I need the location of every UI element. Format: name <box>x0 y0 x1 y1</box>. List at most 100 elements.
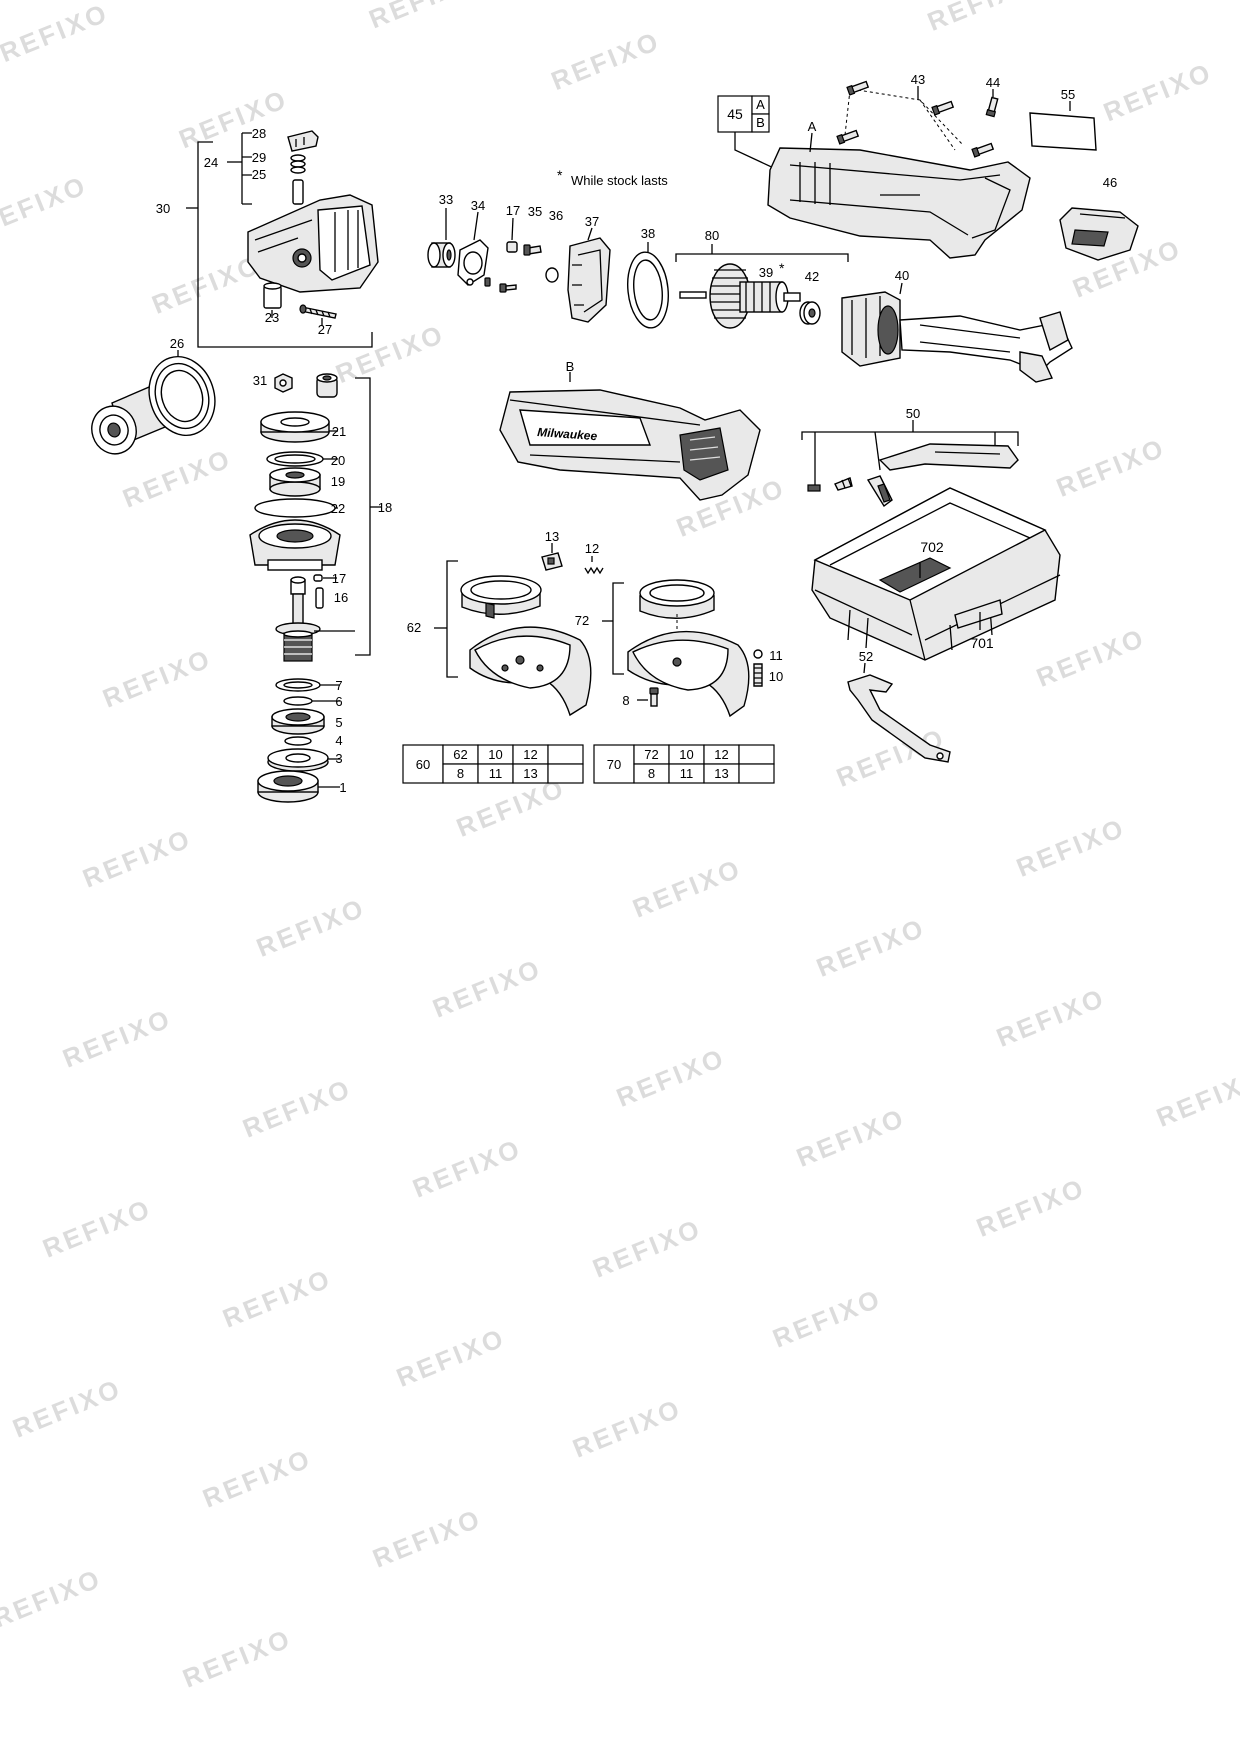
callout-702: 702 <box>920 539 944 555</box>
callout-layer: 1345678101112131617171819202122232425262… <box>156 72 1117 795</box>
table-60-cell: 12 <box>523 747 537 762</box>
bearing-42 <box>799 301 821 325</box>
callout-29: 29 <box>252 150 266 165</box>
spring-29 <box>290 154 306 174</box>
guard-72 <box>627 630 750 718</box>
callout-50: 50 <box>906 406 920 421</box>
bracket-18 <box>355 377 371 656</box>
bushing-23 <box>263 282 282 309</box>
nut-31 <box>274 373 293 393</box>
watermark: REFIXO <box>78 823 196 894</box>
callout-8a: 8 <box>622 693 629 708</box>
watermark: REFIXO <box>992 982 1110 1053</box>
cover-46 <box>1059 207 1139 261</box>
switch-lever <box>878 443 1019 471</box>
watermark: REFIXO <box>198 1443 316 1514</box>
baffle-37 <box>567 227 611 323</box>
guard-group-70: 70 72 10 12 8 11 13 <box>593 579 775 784</box>
watermark: REFIXO <box>1152 1062 1240 1133</box>
callout-1: 1 <box>339 780 346 795</box>
screw-44 <box>985 89 999 118</box>
callout-17b: 17 <box>506 203 520 218</box>
callout-4: 4 <box>335 733 342 748</box>
watermark: REFIXO <box>0 1563 106 1634</box>
gear-housing <box>247 194 379 293</box>
flange-3 <box>267 748 340 772</box>
watermark-layer: REFIXO REFIXO REFIXO REFIXO REFIXO REFIX… <box>0 0 1240 1694</box>
pin-25 <box>292 179 304 205</box>
callout-28: 28 <box>252 126 266 141</box>
spring-12 <box>584 556 604 575</box>
table-70-cell: 72 <box>644 747 658 762</box>
spring-10 <box>753 663 763 687</box>
armature-39 <box>679 263 801 329</box>
callout-12: 12 <box>585 541 599 556</box>
switch-group <box>801 420 1019 508</box>
callout-24: 24 <box>204 155 218 170</box>
callout-80: 80 <box>705 228 719 243</box>
table-60-cell: 13 <box>523 766 537 781</box>
table-70-cell: 13 <box>714 766 728 781</box>
table-60-cell: 62 <box>453 747 467 762</box>
clip-28 <box>287 130 319 152</box>
callout-44: 44 <box>986 75 1000 90</box>
table-60-cell: 10 <box>488 747 502 762</box>
box-45: 45 A B <box>717 95 779 171</box>
watermark: REFIXO <box>972 1172 1090 1243</box>
watermark: REFIXO <box>612 1042 730 1113</box>
callout-55: 55 <box>1061 87 1075 102</box>
guard-62 <box>469 626 592 717</box>
watermark: REFIXO <box>8 1373 126 1444</box>
wrench-52 <box>847 662 951 763</box>
motor-small-parts <box>427 208 669 329</box>
watermark: REFIXO <box>1099 56 1217 127</box>
callout-40: 40 <box>895 268 909 283</box>
callout-35: 35 <box>528 204 542 219</box>
bearing-33 <box>427 208 456 268</box>
table-70: 70 72 10 12 8 11 13 <box>593 744 775 784</box>
guard-clamp-62 <box>460 575 542 619</box>
watermark: REFIXO <box>38 1193 156 1264</box>
callout-11: 11 <box>769 648 783 663</box>
watermark: REFIXO <box>628 853 746 924</box>
callout-27: 27 <box>318 322 332 337</box>
callout-25: 25 <box>252 167 266 182</box>
spring-17 <box>506 241 518 253</box>
bracket-50 <box>801 431 1019 446</box>
spindle-stack <box>249 373 382 803</box>
callout-16: 16 <box>334 590 348 605</box>
motor-housing-b-group: Milwaukee <box>499 372 761 501</box>
oring-4 <box>284 736 312 746</box>
watermark: REFIXO <box>812 912 930 983</box>
callout-46: 46 <box>1103 175 1117 190</box>
callout-30: 30 <box>156 201 170 216</box>
oring-22 <box>254 498 338 518</box>
screw-8 <box>637 687 659 707</box>
ball-11 <box>753 649 763 659</box>
callout-52: 52 <box>859 649 873 664</box>
callout-34: 34 <box>471 198 485 213</box>
note-text: While stock lasts <box>571 173 668 188</box>
watermark: REFIXO <box>547 25 665 96</box>
table-70-head: 70 <box>607 757 621 772</box>
watermark: REFIXO <box>98 643 216 714</box>
flange-5 <box>271 708 325 735</box>
label-55 <box>1029 101 1097 151</box>
guard-group-60: 60 62 10 12 8 11 13 <box>402 543 604 784</box>
watermark: REFIXO <box>792 1102 910 1173</box>
watermark: REFIXO <box>392 1322 510 1393</box>
table-70-cell: 10 <box>679 747 693 762</box>
gear-housing-group <box>186 130 379 348</box>
screw-17b <box>484 277 517 293</box>
bracket-30 <box>197 141 373 348</box>
bushing-31b <box>316 373 338 398</box>
washer-36 <box>545 267 559 283</box>
callout-37: 37 <box>585 214 599 229</box>
switch-trigger <box>866 475 893 508</box>
motor-housing-a <box>767 132 1031 259</box>
callout-A: A <box>808 119 817 134</box>
plate-34 <box>457 211 489 286</box>
table-70-cell: 11 <box>680 766 694 781</box>
ring-20 <box>266 451 338 467</box>
motor-housing-b: Milwaukee <box>499 389 761 501</box>
